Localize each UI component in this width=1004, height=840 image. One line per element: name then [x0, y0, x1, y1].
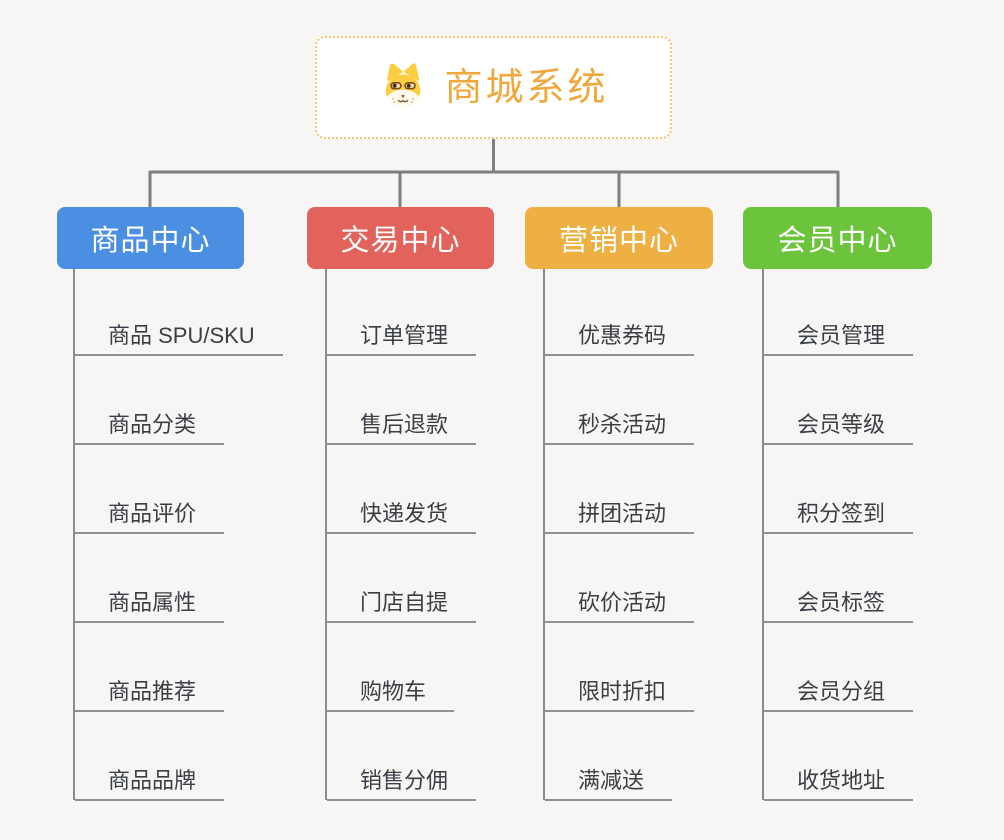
leaf-topic[interactable]: 收货地址 [764, 761, 914, 801]
leaf-topic[interactable]: 门店自提 [327, 583, 477, 623]
leaf-topic[interactable]: 售后退款 [327, 405, 477, 445]
branch-topic-marketing-center[interactable]: 营销中心 [525, 207, 713, 269]
leaf-topic[interactable]: 快递发货 [327, 494, 477, 534]
leaf-topic[interactable]: 限时折扣 [545, 672, 695, 712]
leaf-topic[interactable]: 商品 SPU/SKU [75, 316, 283, 356]
leaf-topic[interactable]: 积分签到 [764, 494, 914, 534]
branch-children-product-center: 商品 SPU/SKU 商品分类 商品评价 商品属性 商品推荐 商品品牌 [73, 269, 283, 801]
branch-topic-label: 会员中心 [777, 225, 898, 257]
leaf-topic[interactable]: 秒杀活动 [545, 405, 695, 445]
leaf-topic[interactable]: 购物车 [327, 672, 455, 712]
branch-topic-label: 交易中心 [340, 225, 461, 257]
leaf-topic[interactable]: 商品评价 [75, 494, 225, 534]
branch-topic-member-center[interactable]: 会员中心 [743, 207, 932, 269]
leaf-topic[interactable]: 订单管理 [327, 316, 477, 356]
leaf-topic[interactable]: 商品推荐 [75, 672, 225, 712]
leaf-topic[interactable]: 商品分类 [75, 405, 225, 445]
leaf-topic[interactable]: 会员等级 [764, 405, 914, 445]
root-topic-title: 商城系统 [444, 66, 609, 109]
leaf-topic[interactable]: 商品属性 [75, 583, 225, 623]
branch-topic-trade-center[interactable]: 交易中心 [307, 207, 494, 269]
dog-face-icon [386, 62, 421, 107]
leaf-topic[interactable]: 砍价活动 [545, 583, 695, 623]
leaf-topic[interactable]: 会员标签 [764, 583, 914, 623]
branch-topic-label: 营销中心 [558, 225, 679, 257]
leaf-topic[interactable]: 会员管理 [764, 316, 914, 356]
branch-children-trade-center: 订单管理 售后退款 快递发货 门店自提 购物车 销售分佣 [325, 269, 477, 801]
leaf-topic[interactable]: 销售分佣 [327, 761, 477, 801]
leaf-topic[interactable]: 优惠券码 [545, 316, 695, 356]
branch-topic-product-center[interactable]: 商品中心 [57, 207, 244, 269]
leaf-topic[interactable]: 满减送 [545, 761, 673, 801]
branch-children-member-center: 会员管理 会员等级 积分签到 会员标签 会员分组 收货地址 [762, 269, 914, 801]
leaf-topic[interactable]: 拼团活动 [545, 494, 695, 534]
leaf-topic[interactable]: 商品品牌 [75, 761, 225, 801]
branch-topic-label: 商品中心 [90, 225, 211, 257]
leaf-topic[interactable]: 会员分组 [764, 672, 914, 712]
root-topic[interactable]: 商城系统 [315, 36, 672, 139]
outer-branch-line [148, 170, 840, 209]
branch-children-marketing-center: 优惠券码 秒杀活动 拼团活动 砍价活动 限时折扣 满减送 [543, 269, 695, 801]
